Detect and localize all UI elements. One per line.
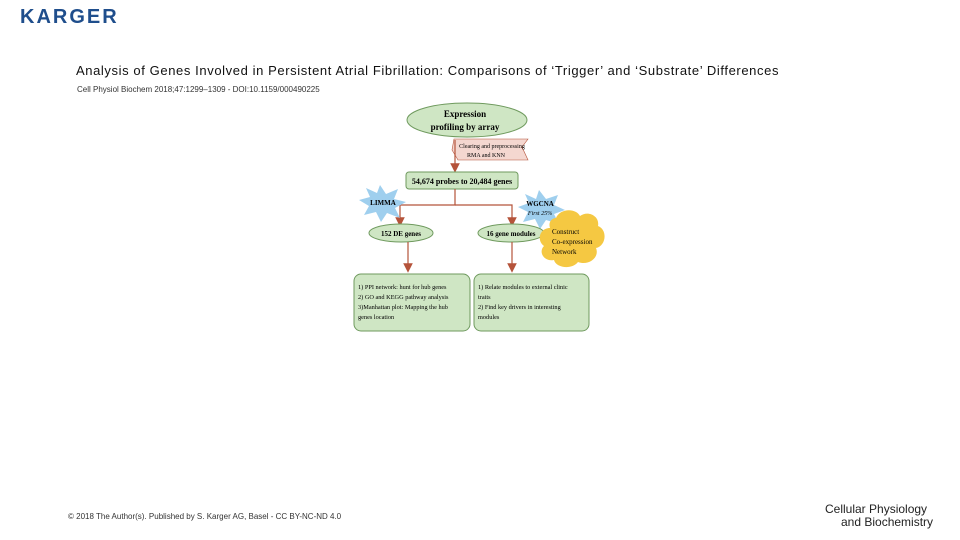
preprocess-line2: RMA and KNN [467, 153, 506, 159]
limma-starburst [359, 185, 406, 222]
construct-line2: Co-expression [552, 238, 593, 246]
probes-node [405, 171, 519, 190]
arrow-to-modules [455, 204, 517, 227]
journal-logo: Cellular Physiology and Biochemistry [825, 503, 933, 529]
wgcna-note: First 25% [527, 211, 552, 217]
right-result-1: 1) Relate modules to external clinic [478, 284, 568, 291]
de-genes-label: 152 DE genes [381, 230, 421, 238]
right-results-box [473, 273, 590, 332]
preprocess-line1: Clearing and preprocessing [459, 144, 525, 150]
expression-line2: profiling by array [431, 122, 500, 132]
left-results-box [353, 273, 471, 332]
probes-label: 54,674 probes to 20,484 genes [412, 177, 512, 186]
limma-label: LIMMA [370, 199, 396, 207]
expression-profiling-node [406, 102, 528, 138]
left-result-4: genes location [358, 314, 395, 321]
citation: Cell Physiol Biochem 2018;47:1299–1309 -… [77, 85, 320, 94]
expression-line1: Expression [444, 109, 486, 119]
left-result-3: 3)Manhattan plot: Mapping the hub [358, 304, 448, 311]
right-result-4: modules [478, 314, 500, 321]
de-genes-node [368, 223, 434, 243]
right-result-2: traits [478, 294, 491, 301]
preprocess-banner [451, 138, 529, 161]
left-result-2: 2) GO and KEGG pathway analysis [358, 294, 449, 301]
karger-logo: KARGER [20, 6, 119, 28]
wgcna-label: WGCNA [526, 200, 554, 208]
construct-line1: Construct [552, 228, 579, 236]
journal-logo-line2: and Biochemistry [841, 515, 934, 529]
left-result-1: 1) PPI network: hunt for hub genes [358, 284, 447, 291]
gene-modules-label: 16 gene modules [487, 230, 536, 238]
copyright-footer: © 2018 The Author(s). Published by S. Ka… [68, 512, 342, 521]
slide-title: Analysis of Genes Involved in Persistent… [76, 63, 780, 78]
journal-logo-line1: Cellular Physiology [825, 502, 928, 516]
right-result-3: 2) Find key drivers in interesting [478, 304, 562, 311]
arrow-to-de [395, 189, 456, 227]
construct-line3: Network [552, 248, 577, 256]
construct-cloud [539, 210, 605, 268]
